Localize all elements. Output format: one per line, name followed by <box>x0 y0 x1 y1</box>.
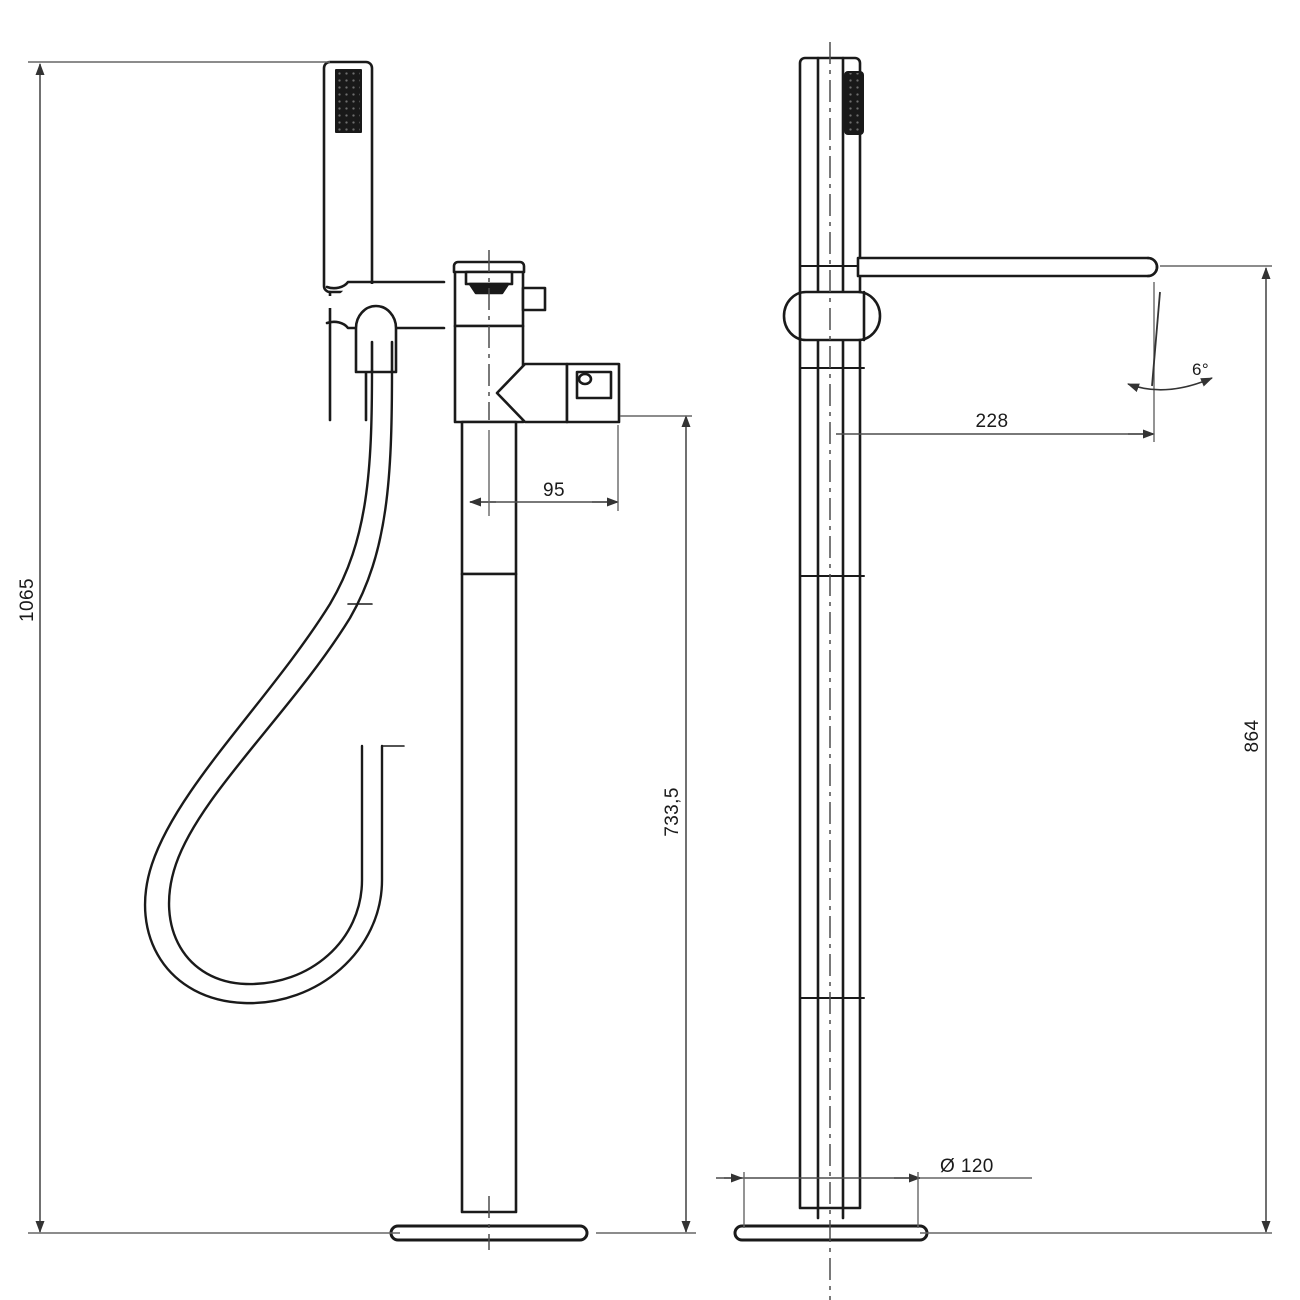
side-base-plate <box>733 1224 929 1242</box>
dimension-side-height <box>920 265 1272 1234</box>
side-column <box>816 56 845 1220</box>
dimension-spout-height <box>596 415 696 1234</box>
dimension-overall-height <box>28 61 400 1234</box>
dimension-spout-angle <box>1127 291 1213 393</box>
front-view <box>143 60 621 1242</box>
dimension-label-base-diameter: Ø 120 <box>940 1156 994 1177</box>
dimension-label-overall-height: 1065 <box>17 578 38 622</box>
control-lever <box>495 362 621 424</box>
holder-collar <box>354 304 398 374</box>
side-view <box>733 56 1159 1242</box>
mixer-column <box>452 260 547 1214</box>
side-spout <box>856 256 1159 278</box>
dimension-label-spout-angle: 6° <box>1192 360 1209 379</box>
dimension-base-diameter <box>716 1172 1032 1228</box>
dimension-lever-projection <box>469 425 619 516</box>
side-handshower <box>798 56 864 1210</box>
dimension-label-side-height: 864 <box>1242 720 1263 753</box>
shower-hose <box>143 368 405 1005</box>
side-holder-collar <box>782 290 882 342</box>
base-plate <box>389 1224 589 1242</box>
hose-connector <box>370 340 394 372</box>
dimension-label-lever-projection: 95 <box>543 480 565 501</box>
dimension-label-spout-height: 733,5 <box>662 787 683 837</box>
handshower-head <box>322 60 374 294</box>
handshower-holder-arm <box>324 280 446 330</box>
dimension-label-spout-projection: 228 <box>976 411 1009 432</box>
side-column-joints <box>799 265 865 999</box>
